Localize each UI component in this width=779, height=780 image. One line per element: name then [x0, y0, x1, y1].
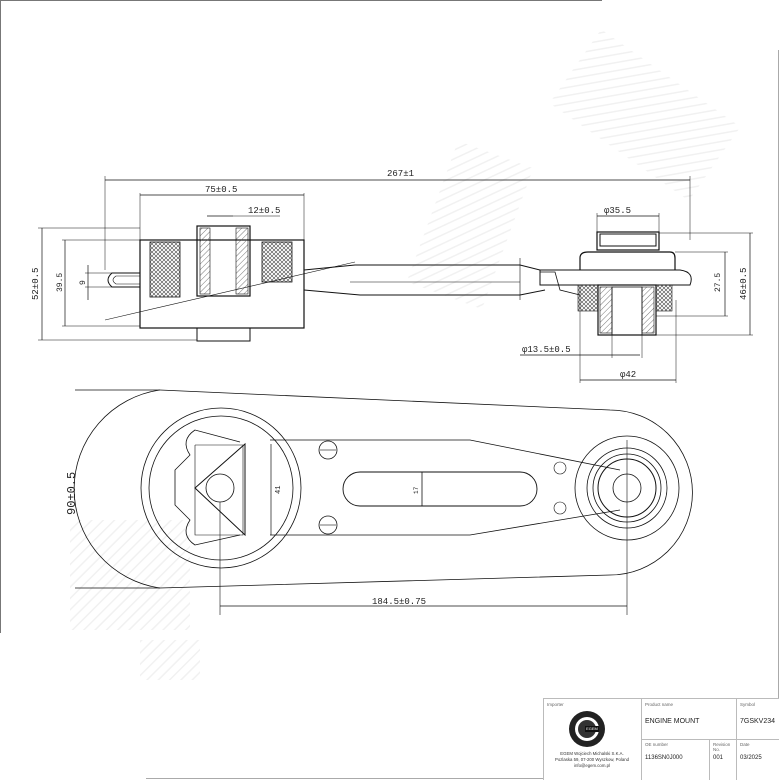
dim-left-height-inner: 39.5: [56, 273, 65, 292]
company-logo: EGEM: [569, 711, 605, 747]
importer-address: EGEM Wojciech Michalski S.K.A. Pozlaska …: [554, 751, 629, 768]
revision-number: 001: [713, 755, 724, 761]
product-name: ENGINE MOUNT: [645, 718, 700, 725]
revision-cell: Revision No. 001: [709, 739, 736, 780]
dim-right-height-total: 46±0.5: [739, 268, 749, 300]
dim-inner-bush: 12±0.5: [248, 206, 280, 216]
dim-triangle-height: 41: [275, 486, 283, 494]
revision-label: Revision No.: [713, 742, 731, 752]
dim-right-height-inner: 27.5: [714, 273, 723, 292]
dim-right-outer-diameter: φ42: [620, 370, 636, 380]
dim-overall-length: 267±1: [387, 169, 414, 179]
dim-right-top-diameter: φ35.5: [604, 206, 631, 216]
title-block: Importer EGEM EGEM Wojciech Michalski S.…: [543, 698, 779, 780]
logo-text: EGEM: [585, 726, 599, 732]
dim-right-bore: φ13.5±0.5: [522, 345, 571, 355]
importer-label: Importer: [547, 702, 564, 707]
dim-top-view-width: 90±0.5: [65, 472, 79, 515]
date: 03/2025: [740, 755, 762, 761]
frame-border-left: [0, 0, 1, 633]
dim-left-height-total: 52±0.5: [31, 268, 41, 300]
dim-slot-width: 17: [413, 486, 420, 494]
dim-left-width: 75±0.5: [205, 185, 237, 195]
symbol-label: Symbol: [740, 702, 756, 707]
oe-number-label: OE number: [645, 742, 669, 747]
dim-flange-thickness: 9: [79, 280, 88, 285]
date-label: Date: [740, 742, 750, 747]
symbol-code: 7GSKV234: [740, 718, 776, 725]
frame-border-top: [0, 0, 602, 1]
oe-number: 1136SN0J000: [645, 755, 683, 761]
title-block-divider: [641, 739, 779, 740]
symbol-cell: Symbol 7GSKV234 Date 03/2025: [736, 699, 779, 780]
dim-center-distance: 184.5±0.75: [372, 597, 426, 607]
product-name-label: Product name: [645, 702, 674, 707]
